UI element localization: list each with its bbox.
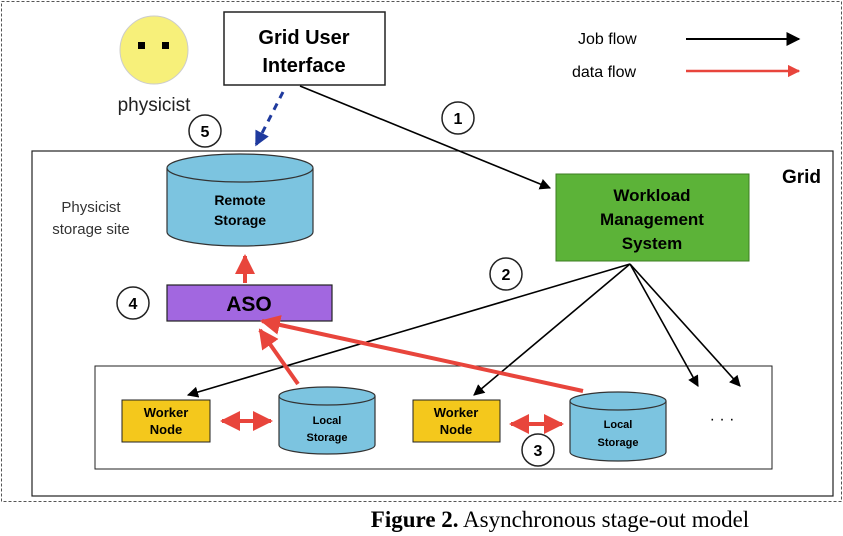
step-badge: 3: [521, 433, 555, 467]
storage-site-line1: Physicist: [61, 199, 121, 216]
grid-label: Grid: [782, 167, 821, 188]
data-flow-arrow-local1-to-aso: [258, 328, 300, 386]
physicist-label: physicist: [118, 95, 192, 116]
job-flow-arrow-ui-to-wms: [299, 85, 552, 190]
physicist-face-icon: [119, 15, 189, 85]
right-eye: [162, 42, 169, 49]
step-3-label: 3: [534, 443, 543, 460]
more-nodes-ellipsis: · · ·: [710, 411, 735, 428]
local-storage-line2: Storage: [598, 437, 639, 449]
worker-node-line2: Node: [440, 422, 473, 437]
remote-storage-cylinder: [166, 153, 314, 247]
job-flow-arrow-to-worker-1: [186, 263, 631, 398]
step-4-label: 4: [129, 296, 138, 313]
local-storage-line1: Local: [604, 419, 633, 431]
worker-area-box: [94, 365, 773, 470]
left-eye: [138, 42, 145, 49]
worker-node-box: [121, 399, 211, 443]
worker-node-line1: Worker: [434, 405, 479, 420]
wms-line3: System: [622, 234, 682, 253]
dashed-arrow-storage-to-ui: [254, 91, 285, 147]
face-circle: [119, 15, 189, 85]
aso-box: [166, 284, 333, 322]
worker-node-box: [412, 399, 501, 443]
wms-box: [555, 173, 750, 262]
worker-node-line1: Worker: [144, 405, 189, 420]
grid-user-interface-line2: Interface: [262, 55, 345, 77]
step-badge: 5: [188, 114, 222, 148]
remote-storage-line2: Storage: [214, 212, 266, 228]
legend-job-flow-label: Job flow: [578, 31, 637, 48]
wms-line1: Workload: [613, 186, 690, 205]
figure-border: [1, 1, 842, 502]
step-2-label: 2: [502, 267, 511, 284]
remote-storage-line1: Remote: [214, 192, 266, 208]
step-badge: 1: [441, 101, 475, 135]
caption-text: Asynchronous stage-out model: [459, 507, 750, 532]
legend-data-flow-label: data flow: [572, 64, 636, 81]
job-flow-arrow-to-more-2: [629, 263, 741, 387]
grid-user-interface-box: [223, 11, 386, 86]
caption-prefix: Figure 2.: [371, 507, 459, 532]
storage-site-line2: storage site: [52, 221, 130, 238]
step-badge: 4: [116, 286, 150, 320]
worker-node-line2: Node: [150, 422, 183, 437]
step-badge: 2: [489, 257, 523, 291]
aso-label: ASO: [226, 293, 272, 316]
local-storage-cylinder: [569, 391, 667, 462]
data-flow-arrow-local2-to-aso: [260, 315, 584, 393]
grid-user-interface-line1: Grid User: [258, 27, 349, 49]
figure-caption: Figure 2. Asynchronous stage-out model: [371, 507, 749, 532]
local-storage-line2: Storage: [307, 432, 348, 444]
wms-line2: Management: [600, 210, 704, 229]
grid-box: [31, 150, 834, 497]
step-1-label: 1: [454, 111, 463, 128]
job-flow-arrow-to-more-1: [629, 263, 699, 387]
step-5-label: 5: [201, 124, 210, 141]
local-storage-line1: Local: [313, 415, 342, 427]
local-storage-cylinder: [278, 386, 376, 455]
